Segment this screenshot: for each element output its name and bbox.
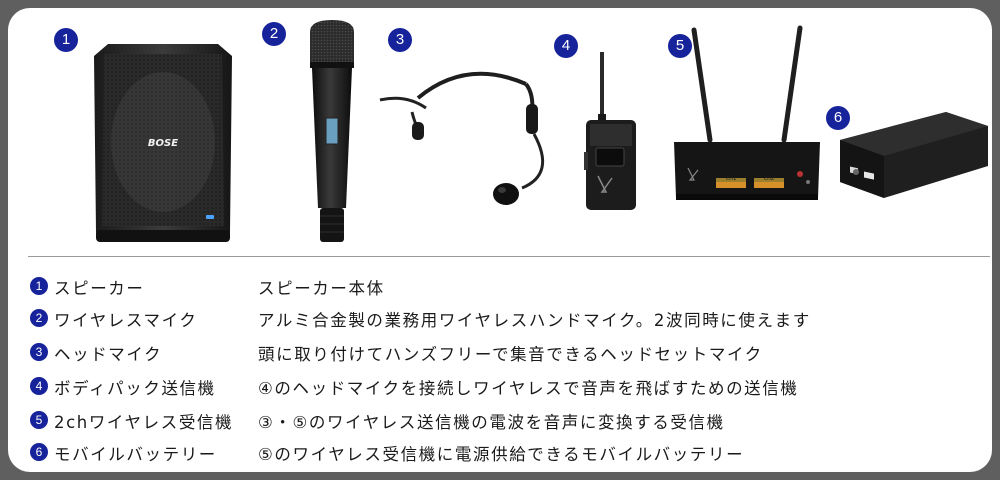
list-number-badge: 6: [30, 443, 48, 461]
product-badge-5: 5: [668, 34, 692, 58]
item-description: アルミ合金製の業務用ワイヤレスハンドマイク。2波同時に使えます: [258, 311, 811, 330]
product-badge-2: 2: [262, 22, 286, 46]
portable-speaker-icon: BOSE: [94, 44, 232, 242]
receiver-display-ch2: CH2: [764, 175, 775, 182]
item-name: ボディパック送信機: [54, 379, 216, 398]
list-number-badge: 1: [30, 277, 48, 295]
item-description: スピーカー本体: [258, 279, 385, 298]
section-divider: [28, 256, 990, 257]
item-name: ヘッドマイク: [54, 345, 163, 364]
product-badge-4: 4: [554, 34, 578, 58]
list-number-badge: 3: [30, 343, 48, 361]
list-number-badge: 2: [30, 309, 48, 327]
item-description: 頭に取り付けてハンズフリーで集音できるヘッドセットマイク: [258, 345, 763, 364]
bodypack-transmitter-icon: [584, 52, 636, 210]
item-name: 2chワイヤレス受信機: [54, 413, 234, 432]
mobile-battery-icon: [840, 112, 988, 198]
list-number-badge: 4: [30, 377, 48, 395]
product-badge-1: 1: [54, 28, 78, 52]
item-name: ワイヤレスマイク: [54, 311, 198, 330]
receiver-display-ch1: CH1: [726, 175, 737, 182]
product-badge-3: 3: [388, 28, 412, 52]
product-card: 1 2 3 4 5 6 BOSE: [8, 8, 992, 472]
item-description: ④のヘッドマイクを接続しワイヤレスで音声を飛ばすための送信機: [258, 379, 799, 398]
handheld-microphone-icon: [310, 20, 354, 242]
bose-logo: BOSE: [148, 138, 178, 149]
item-name: モバイルバッテリー: [54, 445, 217, 464]
item-description: ⑤のワイヤレス受信機に電源供給できるモバイルバッテリー: [258, 445, 745, 464]
product-badge-6: 6: [826, 106, 850, 130]
receiver-icon: CH1 CH2: [674, 25, 820, 200]
headset-microphone-icon: [379, 71, 544, 205]
item-description: ③・⑤のワイヤレス送信機の電波を音声に変換する受信機: [258, 413, 725, 432]
list-number-badge: 5: [30, 411, 48, 429]
item-name: スピーカー: [54, 279, 145, 298]
